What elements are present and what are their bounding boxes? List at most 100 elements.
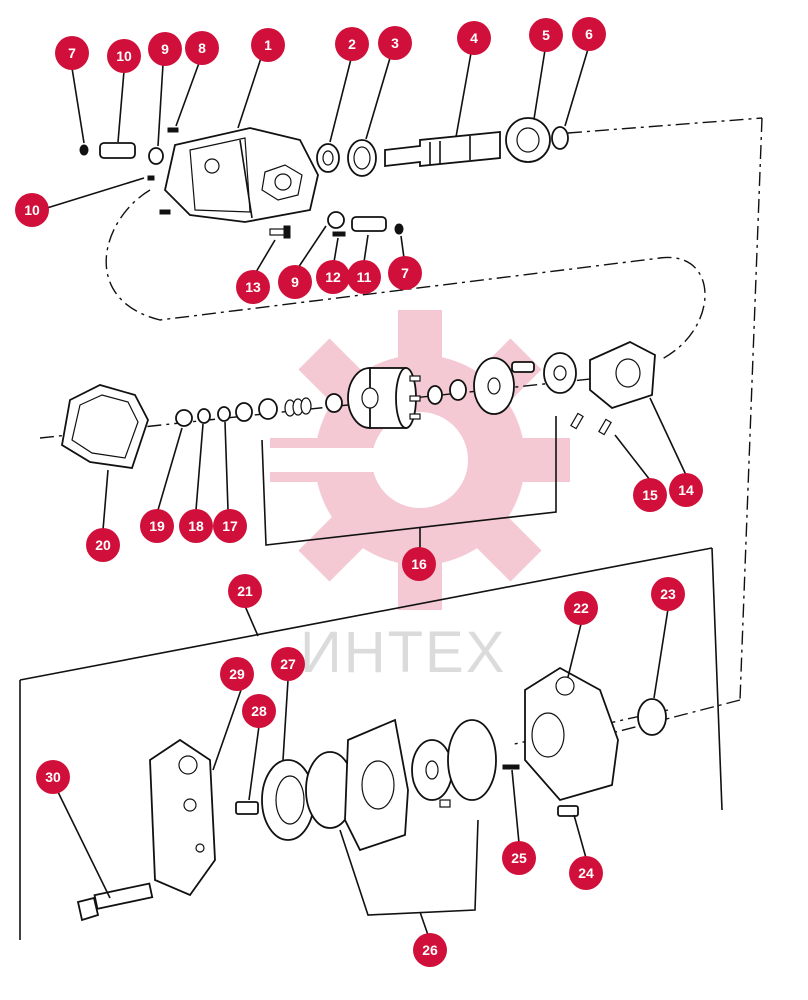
part-swash-pin: [511, 361, 535, 373]
part-ring-19: [175, 409, 193, 427]
svg-text:23: 23: [660, 586, 676, 602]
svg-text:24: 24: [578, 865, 594, 881]
svg-text:18: 18: [188, 518, 204, 534]
part-seal-23: [637, 698, 667, 736]
part-bushing-9-lower: [327, 211, 345, 229]
part-bearing-2: [316, 143, 340, 173]
callout-7-top: 7: [55, 36, 89, 70]
part-retainer: [427, 385, 443, 405]
part-o-ring-26b: [447, 719, 497, 801]
leader-lines: [46, 48, 687, 899]
part-ring-17: [217, 406, 231, 422]
callout-5: 5: [529, 18, 563, 52]
svg-text:13: 13: [245, 279, 261, 295]
svg-text:17: 17: [222, 518, 238, 534]
svg-text:7: 7: [401, 265, 409, 281]
part-housing: [159, 127, 319, 223]
svg-text:20: 20: [95, 537, 111, 553]
part-screw-13: [269, 225, 291, 239]
callout-10-left: 10: [15, 193, 49, 227]
callout-13: 13: [236, 270, 270, 304]
part-bearing-5: [505, 117, 551, 163]
callout-20: 20: [86, 528, 120, 562]
callout-25: 25: [502, 841, 536, 875]
callout-29: 29: [220, 657, 254, 691]
svg-text:6: 6: [585, 26, 593, 42]
svg-text:9: 9: [291, 274, 299, 290]
callout-9-lower: 9: [278, 265, 312, 299]
svg-text:19: 19: [149, 518, 165, 534]
svg-text:15: 15: [642, 487, 658, 503]
svg-text:12: 12: [325, 269, 341, 285]
svg-text:2: 2: [348, 36, 356, 52]
part-spring: [284, 397, 312, 417]
callout-10-top: 10: [107, 39, 141, 73]
callout-28: 28: [242, 694, 276, 728]
svg-text:26: 26: [422, 942, 438, 958]
svg-text:4: 4: [470, 30, 478, 46]
part-screw-24: [557, 805, 579, 817]
part-swash-plate: [543, 352, 577, 394]
callout-12: 12: [316, 260, 350, 294]
part-pin-12: [332, 231, 346, 237]
callout-8: 8: [185, 31, 219, 65]
part-cylinder-block: [347, 367, 417, 429]
svg-text:8: 8: [198, 40, 206, 56]
part-bushing-9-top: [148, 147, 164, 165]
callout-2: 2: [335, 27, 369, 61]
part-plug-7-top: [79, 144, 89, 156]
svg-text:10: 10: [116, 48, 132, 64]
watermark-text: ИНТЕХ: [300, 620, 506, 685]
svg-text:28: 28: [251, 703, 267, 719]
part-ring-18: [197, 408, 211, 424]
callout-9-top: 9: [148, 32, 182, 66]
group-bracket-26: [339, 819, 479, 916]
part-screw-28: [235, 801, 259, 815]
part-gear-rotor: [411, 739, 453, 801]
svg-text:14: 14: [678, 482, 694, 498]
part-gasket-20: [61, 384, 149, 469]
part-shaft-4: [384, 131, 501, 168]
svg-text:5: 5: [542, 27, 550, 43]
group-bracket-16: [261, 416, 557, 546]
callout-6: 6: [572, 17, 606, 51]
part-washer-c: [325, 393, 343, 413]
part-gear-pump-22: [524, 666, 619, 802]
part-spool-10-top: [99, 142, 136, 159]
callout-3: 3: [378, 26, 412, 60]
part-valve-body-29: [149, 738, 216, 897]
callout-7-lower: 7: [388, 256, 422, 290]
callout-27: 27: [271, 647, 305, 681]
callout-24: 24: [569, 856, 603, 890]
svg-text:3: 3: [391, 35, 399, 51]
part-plug-7-lower: [394, 223, 404, 235]
part-pin-25: [502, 764, 520, 770]
callout-18: 18: [179, 509, 213, 543]
part-end-cover-14: [589, 341, 656, 410]
part-flange-plate: [344, 718, 409, 852]
callout-19: 19: [140, 509, 174, 543]
svg-text:9: 9: [161, 41, 169, 57]
part-pin-8: [167, 127, 179, 133]
part-key: [439, 799, 451, 808]
part-seal-3: [347, 139, 377, 177]
svg-text:11: 11: [357, 269, 372, 285]
part-washer-a: [235, 402, 253, 422]
svg-text:1: 1: [264, 37, 272, 53]
svg-text:22: 22: [573, 600, 589, 616]
svg-text:7: 7: [68, 45, 76, 61]
part-washer-b: [258, 398, 278, 420]
part-screws-15: [570, 412, 612, 436]
svg-text:30: 30: [45, 769, 61, 785]
part-adapter-27: [261, 759, 315, 841]
part-ball-guide: [449, 379, 467, 401]
group-frame-21: [19, 547, 723, 940]
part-valve-plate: [473, 357, 515, 415]
callout-1: 1: [251, 28, 285, 62]
part-bolt-30: [76, 882, 154, 922]
callout-30: 30: [36, 760, 70, 794]
part-snap-ring-6: [551, 126, 569, 150]
svg-text:16: 16: [411, 556, 427, 572]
callout-15: 15: [633, 478, 667, 512]
